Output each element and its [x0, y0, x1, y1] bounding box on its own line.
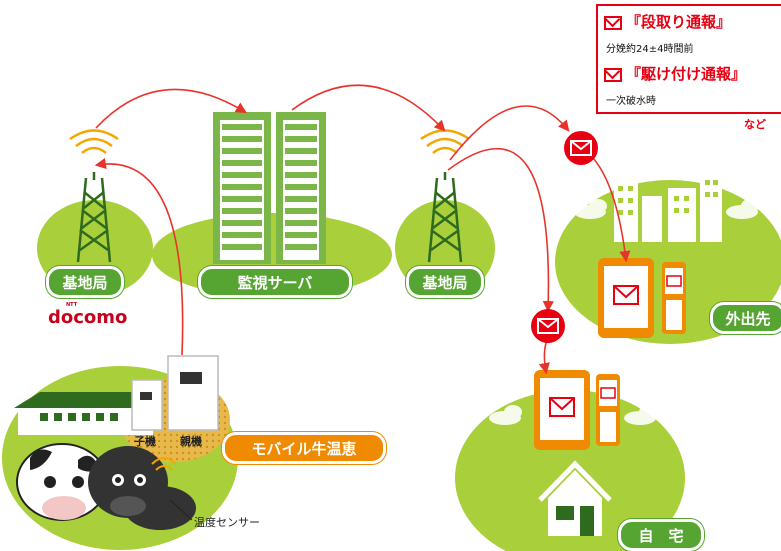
mail-notification-icon	[564, 131, 598, 165]
house-icon	[538, 460, 612, 536]
tablet-icon	[534, 370, 590, 450]
sensor-pointer	[169, 499, 193, 521]
label-home: 自 宅	[618, 519, 704, 551]
brand-ntt: NTT	[66, 302, 78, 308]
cow-icon	[88, 446, 196, 530]
label-temperature-sensor: 温度センサー	[194, 516, 260, 529]
tablet-icon	[598, 258, 654, 338]
cow-icon	[16, 443, 108, 521]
mail-icon	[604, 16, 622, 30]
notification-box: 『段取り通報』 分娩約24±4時間前 『駆け付け通報』 一次破水時	[596, 4, 781, 114]
base-station-tower-icon	[76, 172, 112, 263]
notice-sub-rush: 一次破水時	[606, 96, 656, 107]
mobile-phone-icon	[662, 262, 686, 334]
notice-suffix: など	[744, 118, 766, 131]
base-station-tower-icon	[427, 172, 463, 263]
cloud-icon	[489, 199, 759, 425]
signal-waves-icon	[151, 457, 177, 471]
child-unit-device-icon	[131, 379, 163, 431]
mail-icon	[604, 68, 622, 82]
notice-title-rush: 『駆け付け通報』	[626, 65, 747, 83]
label-child-unit: 子機	[134, 435, 156, 448]
label-product: モバイル牛温恵	[222, 432, 386, 464]
signal-waves-icon	[420, 129, 470, 154]
mail-notification-icon	[531, 309, 565, 343]
label-parent-unit: 親機	[180, 435, 202, 448]
label-outside: 外出先	[710, 302, 781, 334]
mobile-phone-icon	[596, 374, 620, 446]
label-base-station-left: 基地局	[46, 266, 124, 298]
signal-waves-icon	[69, 129, 119, 154]
notice-title-preparation: 『段取り通報』	[626, 13, 732, 31]
barn-icon	[14, 392, 157, 435]
label-monitoring-server: 監視サーバ	[198, 266, 352, 298]
label-base-station-right: 基地局	[406, 266, 484, 298]
buildings-icon	[614, 172, 722, 242]
server-rack-icon	[213, 112, 326, 264]
notice-sub-preparation: 分娩約24±4時間前	[606, 44, 694, 55]
parent-unit-device-icon	[167, 355, 219, 431]
brand-docomo-logo: docomo	[48, 307, 128, 328]
